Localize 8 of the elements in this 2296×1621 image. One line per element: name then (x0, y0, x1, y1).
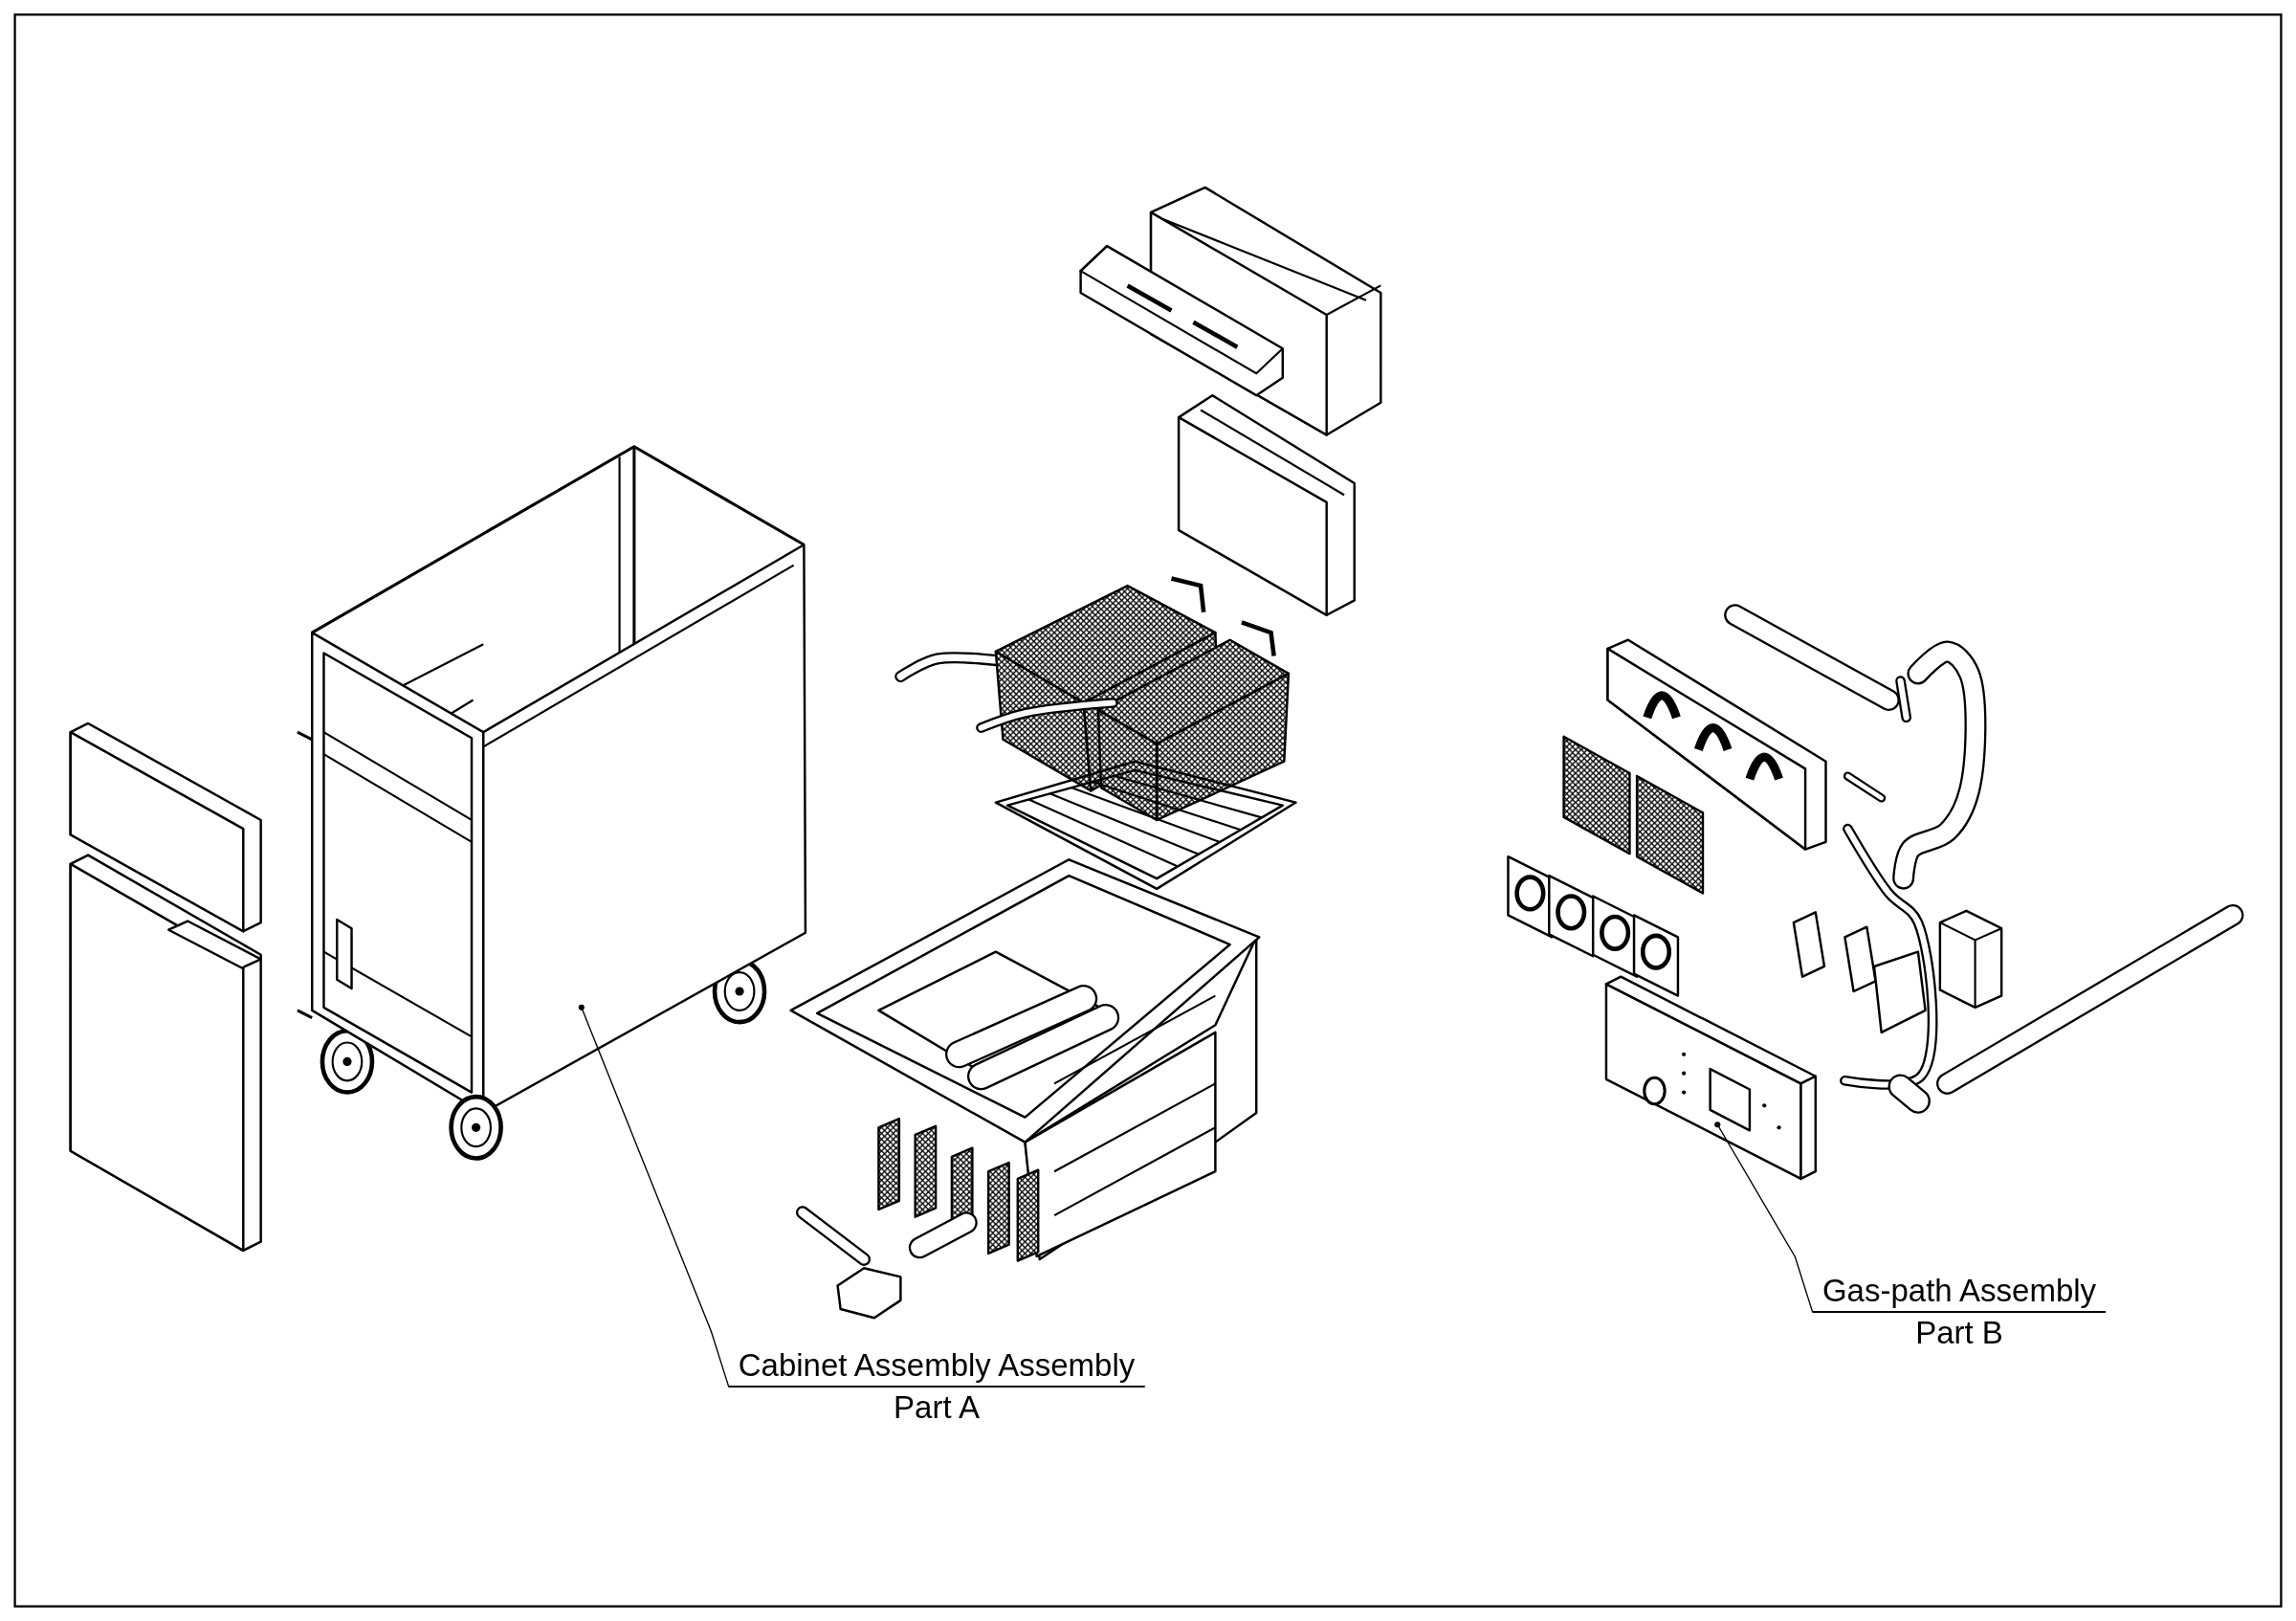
part-label: Part B (1914, 1313, 2004, 1351)
assembly-label: Cabinet Assembly Assembly (728, 1347, 1145, 1388)
leader-line (581, 1007, 730, 1388)
control-panel-drawing (1604, 975, 1818, 1181)
cabinet-drawing (297, 444, 807, 1161)
leader-line (1716, 1123, 1814, 1314)
assembly-label: Gas-path Assembly (1812, 1273, 2107, 1313)
part-label: Part A (893, 1388, 981, 1426)
